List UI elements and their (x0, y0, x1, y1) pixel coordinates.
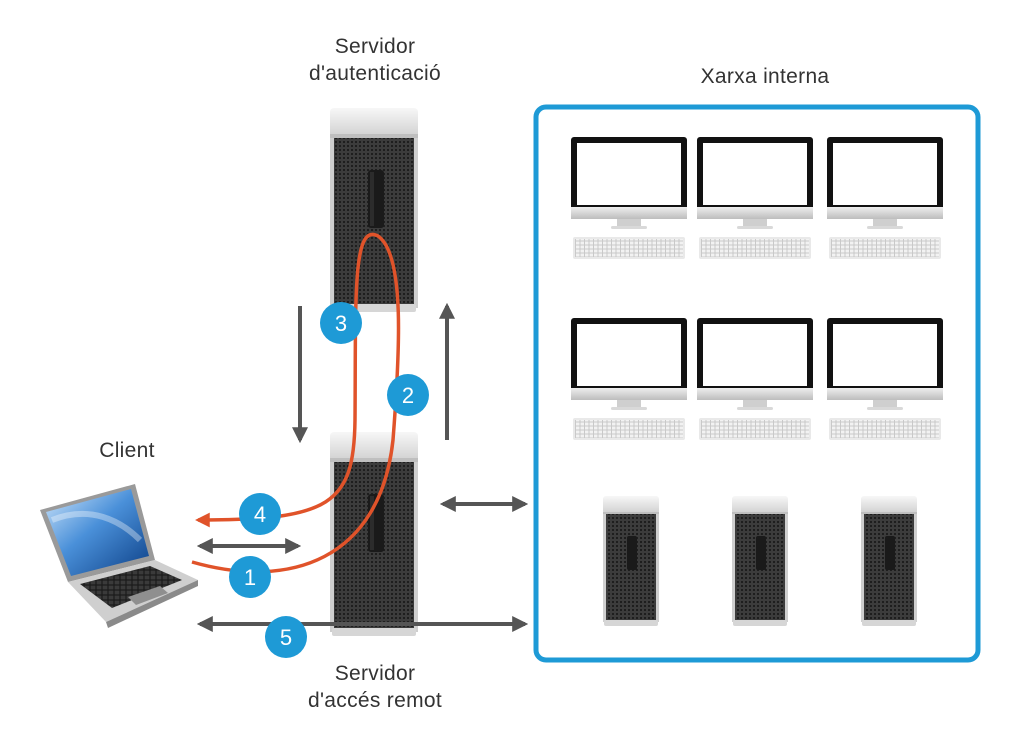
step-badge-5: 5 (265, 616, 307, 658)
workstation-4 (571, 318, 687, 440)
authentication-flow-path (191, 232, 401, 574)
workstation-6 (827, 318, 943, 440)
step-badge-2: 2 (387, 374, 429, 416)
step-badge-3: 3 (320, 302, 362, 344)
authentication-server (330, 108, 418, 312)
remote-server-label-line2: d'accés remot (308, 689, 442, 712)
step-4-label: 4 (254, 502, 266, 527)
internal-server-3 (861, 496, 917, 626)
client-label: Client (99, 439, 155, 462)
step-2-label: 2 (402, 383, 414, 408)
step-5-label: 5 (280, 625, 292, 650)
workstation-1 (571, 137, 687, 259)
internal-network-label: Xarxa interna (700, 65, 830, 88)
internal-server-1 (603, 496, 659, 626)
workstation-2 (697, 137, 813, 259)
client-laptop (40, 484, 198, 628)
auth-server-label: Servidor d'autenticació (265, 33, 485, 87)
remote-access-server (330, 432, 418, 636)
auth-server-label-line1: Servidor (334, 35, 416, 58)
step-3-label: 3 (335, 311, 347, 336)
auth-server-label-line2: d'autenticació (309, 62, 441, 85)
internal-server-2 (732, 496, 788, 626)
step-badge-4: 4 (239, 493, 281, 535)
workstation-5 (697, 318, 813, 440)
remote-server-label: Servidor d'accés remot (265, 660, 485, 714)
remote-server-label-line1: Servidor (334, 662, 416, 685)
step-badge-1: 1 (229, 556, 271, 598)
step-1-label: 1 (244, 565, 256, 590)
workstation-3 (827, 137, 943, 259)
